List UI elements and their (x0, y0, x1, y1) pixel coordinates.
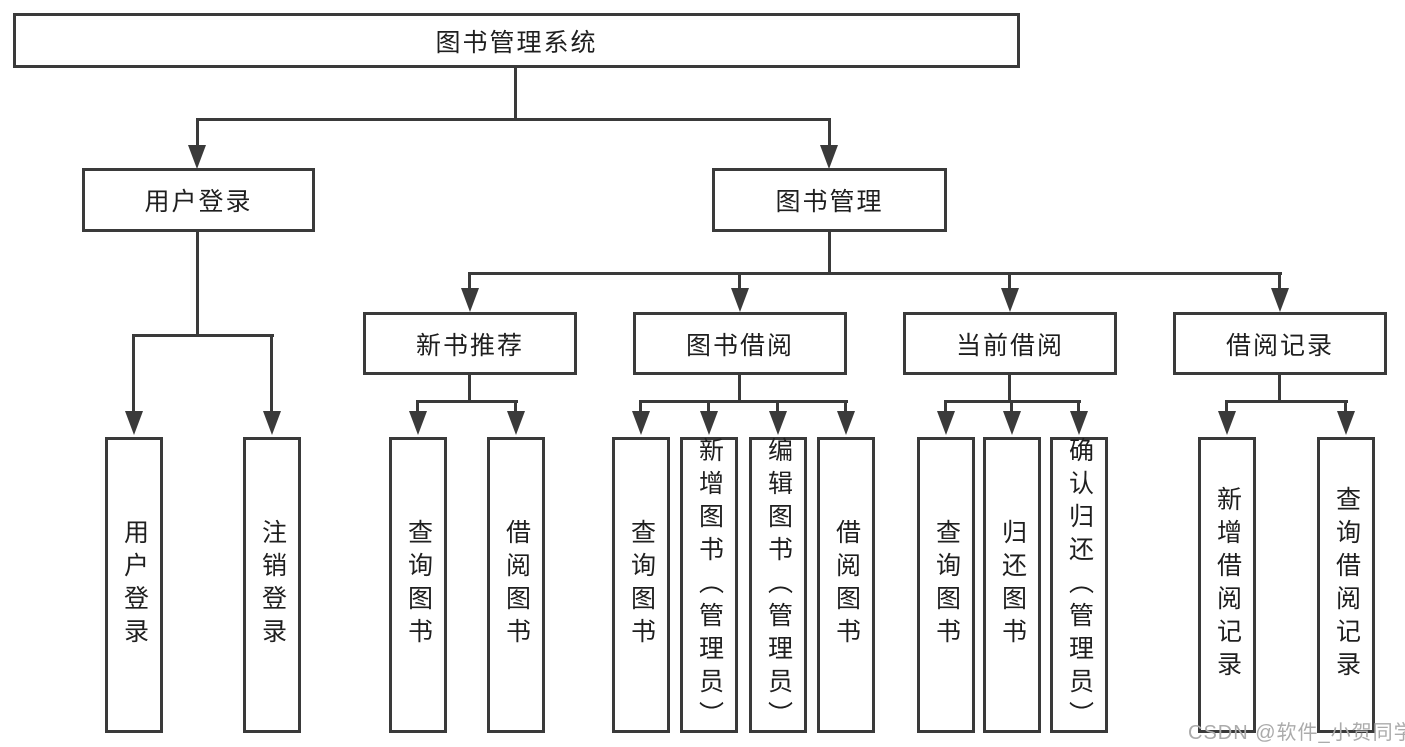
arrow-down-icon (409, 411, 427, 435)
node-borrow-records: 借阅记录 (1173, 312, 1387, 375)
leaf-label: 查询图书 (932, 519, 961, 651)
connector-vline (738, 375, 741, 403)
node-leaf-borrow-books-recommend: 借阅图书 (487, 437, 545, 733)
connector-vline (514, 400, 517, 414)
leaf-label: 新增借阅记录 (1213, 486, 1242, 684)
node-leaf-query-books-current: 查询图书 (917, 437, 975, 733)
connector-hline (639, 400, 848, 403)
node-leaf-confirm-return-admin: 确认归还（管理员） (1050, 436, 1108, 734)
connector-vline (132, 334, 135, 412)
node-user-login: 用户登录 (82, 168, 315, 232)
node-current-borrow: 当前借阅 (903, 312, 1117, 375)
connector-vline (196, 118, 199, 146)
node-book-management: 图书管理 (712, 168, 947, 232)
node-new-book-recommend: 新书推荐 (363, 312, 577, 375)
arrow-down-icon (820, 145, 838, 169)
arrow-down-icon (1070, 411, 1088, 435)
node-leaf-user-login: 用户登录 (105, 437, 163, 733)
arrow-down-icon (1271, 288, 1289, 312)
node-leaf-query-books-borrow: 查询图书 (612, 437, 670, 733)
arrow-down-icon (837, 411, 855, 435)
connector-hline (1225, 400, 1348, 403)
connector-vline (1008, 375, 1011, 403)
leaf-label: 注销登录 (258, 519, 287, 651)
arrow-down-icon (125, 411, 143, 435)
connector-hline (196, 118, 831, 121)
leaf-label: 编辑图书（管理员） (764, 436, 793, 734)
node-leaf-add-books-admin: 新增图书（管理员） (680, 436, 738, 734)
arrow-down-icon (1337, 411, 1355, 435)
connector-vline (828, 232, 831, 275)
connector-vline (196, 232, 199, 337)
arrow-down-icon (188, 145, 206, 169)
leaf-label: 借阅图书 (832, 519, 861, 651)
connector-vline (514, 68, 517, 118)
node-leaf-query-borrow-record: 查询借阅记录 (1317, 437, 1375, 733)
node-leaf-return-books: 归还图书 (983, 437, 1041, 733)
connector-vline (1010, 400, 1013, 414)
leaf-label: 归还图书 (998, 519, 1027, 651)
arrow-down-icon (937, 411, 955, 435)
node-leaf-query-books-recommend: 查询图书 (389, 437, 447, 733)
connector-vline (707, 400, 710, 414)
connector-vline (1344, 400, 1347, 414)
leaf-label: 查询借阅记录 (1332, 486, 1361, 684)
leaf-label: 查询图书 (404, 519, 433, 651)
leaf-label: 查询图书 (627, 519, 656, 651)
arrow-down-icon (263, 411, 281, 435)
connector-vline (639, 400, 642, 414)
leaf-label: 用户登录 (120, 519, 149, 651)
arrow-down-icon (769, 411, 787, 435)
leaf-label: 确认归还（管理员） (1065, 436, 1094, 734)
arrow-down-icon (700, 411, 718, 435)
connector-vline (828, 118, 831, 146)
connector-hline (132, 334, 274, 337)
arrow-down-icon (632, 411, 650, 435)
connector-vline (1077, 400, 1080, 414)
node-leaf-add-borrow-record: 新增借阅记录 (1198, 437, 1256, 733)
connector-vline (1225, 400, 1228, 414)
connector-vline (468, 375, 471, 403)
node-leaf-borrow-books: 借阅图书 (817, 437, 875, 733)
connector-hline (468, 272, 1282, 275)
connector-vline (844, 400, 847, 414)
connector-hline (416, 400, 518, 403)
arrow-down-icon (1001, 288, 1019, 312)
node-leaf-edit-books-admin: 编辑图书（管理员） (749, 436, 807, 734)
leaf-label: 借阅图书 (502, 519, 531, 651)
arrow-down-icon (1003, 411, 1021, 435)
node-book-borrow: 图书借阅 (633, 312, 847, 375)
csdn-watermark: CSDN @软件_小贺同学 (1188, 722, 1405, 744)
arrow-down-icon (461, 288, 479, 312)
connector-vline (738, 272, 741, 289)
node-leaf-logout: 注销登录 (243, 437, 301, 733)
connector-vline (416, 400, 419, 414)
arrow-down-icon (507, 411, 525, 435)
connector-vline (944, 400, 947, 414)
connector-vline (776, 400, 779, 414)
leaf-label: 新增图书（管理员） (695, 436, 724, 734)
connector-vline (1008, 272, 1011, 289)
arrow-down-icon (1218, 411, 1236, 435)
connector-vline (270, 334, 273, 412)
connector-vline (1278, 272, 1281, 289)
connector-vline (468, 272, 471, 289)
arrow-down-icon (731, 288, 749, 312)
connector-vline (1278, 375, 1281, 403)
node-root: 图书管理系统 (13, 13, 1020, 68)
